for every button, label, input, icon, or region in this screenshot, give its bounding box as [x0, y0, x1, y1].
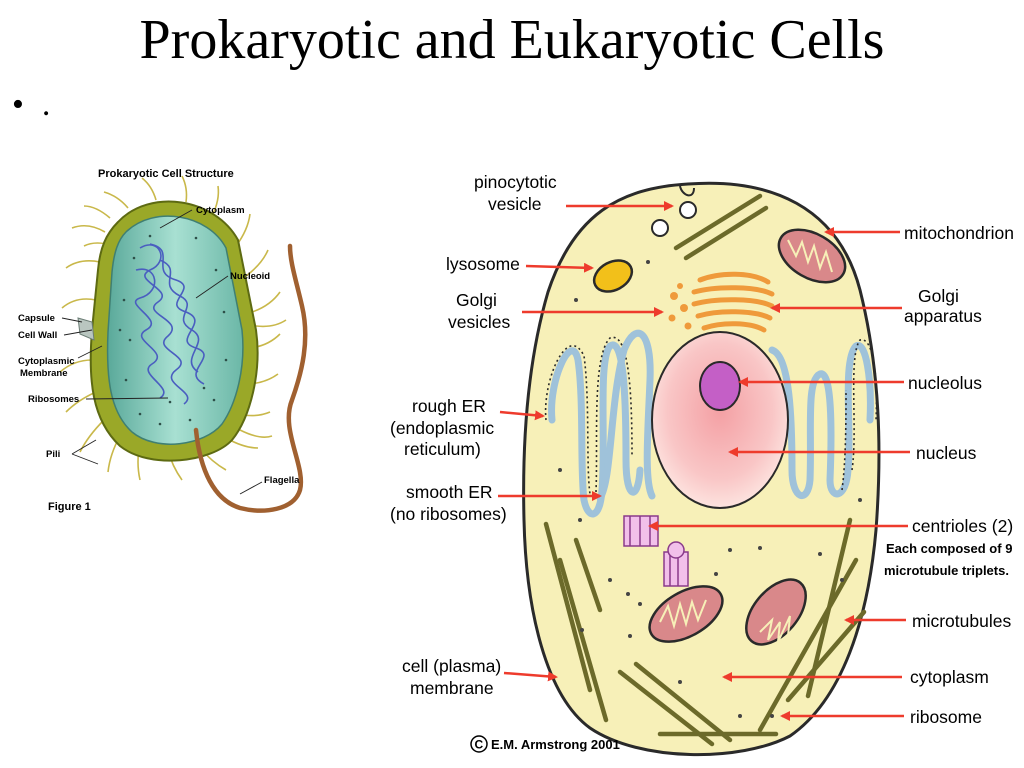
prokaryote-leader-lines [61, 209, 263, 495]
label-lysosome: lysosome [446, 254, 520, 274]
rough-er-right [768, 342, 874, 500]
prokaryote-figure: Prokaryotic Cell Structure [18, 168, 308, 513]
label-nucleolus: nucleolus [908, 373, 982, 393]
label-smooth-er-line1: smooth ER [406, 482, 493, 502]
label-cytoplasmic-membrane-line2: Membrane [20, 368, 68, 379]
nucleus [651, 331, 789, 509]
mitochondria [648, 228, 847, 646]
label-ribosomes: Ribosomes [28, 394, 79, 405]
microtubule-rods [543, 193, 867, 747]
copyright-text: E.M. Armstrong 2001 [491, 737, 620, 752]
label-centrioles-note-line1: Each composed of 9 [886, 541, 1012, 556]
pinocytotic-vesicle-2 [651, 219, 669, 237]
label-golgi-apparatus-line2: apparatus [904, 306, 982, 326]
copyright-circle-icon [470, 735, 488, 753]
bullet-marker: • [12, 86, 24, 123]
bullet-line: •. [12, 86, 50, 124]
label-pinocytotic-vesicle-line1: pinocytotic [474, 172, 557, 192]
rough-er-left-ribosomes [544, 336, 633, 495]
centrioles [623, 515, 689, 587]
capsule-cutaway-flap [77, 317, 95, 341]
label-flagella: Flagella [264, 475, 300, 486]
label-mitochondrion: mitochondrion [904, 223, 1014, 243]
rough-er-right-ribosomes [841, 339, 878, 491]
golgi-vesicles [668, 283, 692, 330]
label-microtubules: microtubules [912, 611, 1011, 631]
copyright-notice: C E.M. Armstrong 2001 [470, 735, 620, 753]
label-rough-er-line3: reticulum) [404, 439, 481, 459]
nucleoid-dna [134, 243, 205, 405]
copyright-symbol: C [475, 738, 484, 752]
label-pili: Pili [46, 449, 60, 460]
figure-1-caption: Figure 1 [48, 501, 91, 513]
nucleolus [699, 361, 741, 411]
label-cell-membrane-line1: cell (plasma) [402, 656, 501, 676]
prokaryote-title: Prokaryotic Cell Structure [98, 168, 234, 180]
label-centrioles: centrioles (2) [912, 516, 1013, 536]
label-cytoplasmic-membrane-line1: Cytoplasmic [18, 356, 75, 367]
label-rough-er-line2: (endoplasmic [390, 418, 494, 438]
label-golgi-apparatus-line1: Golgi [918, 286, 959, 306]
label-smooth-er-line2: (no ribosomes) [390, 504, 507, 524]
ribosome-dots [118, 234, 228, 426]
label-cell-membrane-line2: membrane [410, 678, 494, 698]
pinocytotic-vesicle [679, 201, 697, 219]
label-cytoplasm-pro: Cytoplasm [196, 205, 245, 216]
label-nucleus: nucleus [916, 443, 977, 463]
slide-title: Prokaryotic and Eukaryotic Cells [139, 9, 885, 71]
label-centrioles-note-line2: microtubule triplets. [884, 563, 1009, 578]
label-golgi-vesicles-line2: vesicles [448, 312, 510, 332]
label-golgi-vesicles-line1: Golgi [456, 290, 497, 310]
pinocytotic-vesicle-notch [679, 185, 695, 197]
label-pinocytotic-vesicle-line2: vesicle [488, 194, 542, 214]
bacterium-body [106, 215, 244, 445]
label-ribosome: ribosome [910, 707, 982, 727]
label-cell-wall: Cell Wall [18, 330, 57, 341]
bullet-text: . [41, 86, 51, 123]
flagellum [193, 243, 308, 513]
eukaryote-arrows [498, 201, 910, 721]
label-rough-er-line1: rough ER [412, 396, 486, 416]
label-capsule: Capsule [18, 313, 55, 324]
smooth-er [596, 329, 656, 502]
lysosome [592, 259, 634, 293]
ribosome-specks [558, 260, 862, 718]
golgi-apparatus [691, 271, 775, 333]
label-cytoplasm-euk: cytoplasm [910, 667, 989, 687]
eukaryote-figure: pinocytotic vesicle lysosome Golgi vesic… [390, 172, 1014, 757]
label-nucleoid: Nucleoid [230, 271, 270, 282]
